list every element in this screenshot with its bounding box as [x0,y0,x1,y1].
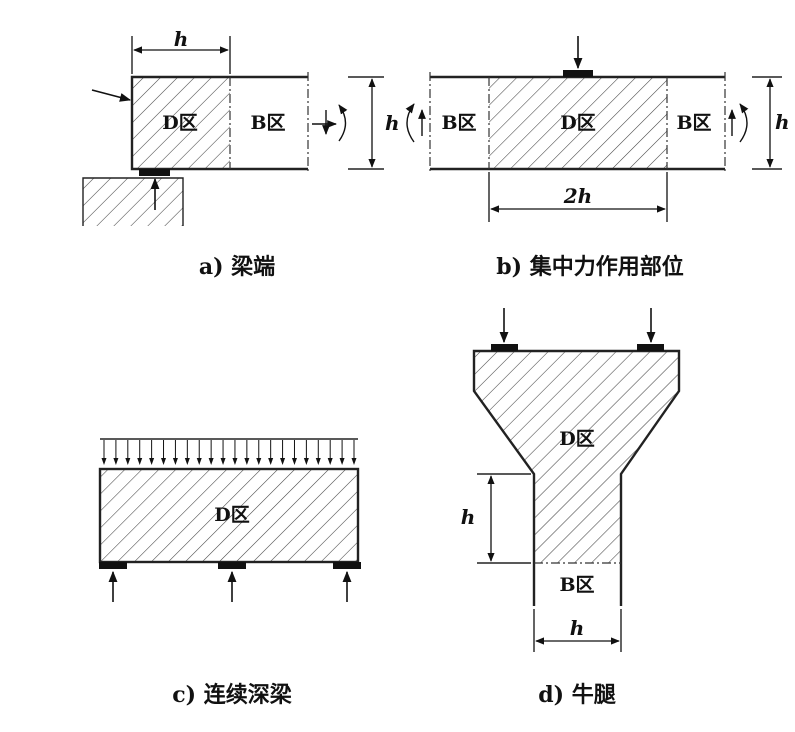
udl-arrowhead [303,458,309,465]
dim-height-label: h [775,110,790,134]
moment-arrow [338,104,348,142]
udl-arrowhead [137,458,143,465]
panel-c-continuous-deep-beam: D区 c) 连续深梁 [98,438,361,708]
udl-arrowhead [208,458,214,465]
udl-arrowhead [315,458,321,465]
load-plate [563,70,593,77]
udl-arrowhead [291,458,297,465]
udl-arrowhead [351,458,357,465]
moment-arrow-right [739,103,749,143]
support-plate-right [333,562,361,569]
udl-arrowhead [172,458,178,465]
d-region [489,77,667,169]
udl-arrowhead [327,458,333,465]
caption-d: d) 牛腿 [538,682,615,708]
caption-b: b) 集中力作用部位 [496,254,683,280]
d-region [474,351,679,563]
support-block [83,178,183,226]
udl-arrowhead [244,458,250,465]
dim-width-label: h [174,27,189,51]
udl-arrowhead [256,458,262,465]
udl-arrowhead [280,458,286,465]
udl-arrowhead [339,458,345,465]
udl-arrowhead [161,458,167,465]
dim-height-label: h [461,505,476,529]
dim-height-label: h [385,111,400,135]
support-plate-middle [218,562,246,569]
udl-arrowhead [125,458,131,465]
d-region [132,77,230,169]
caption-a: a) 梁端 [199,254,275,280]
zone-b-left-label: B区 [441,112,476,134]
d-region [100,469,358,562]
load-plate-right [637,344,664,351]
udl-arrowhead [184,458,190,465]
udl-arrowhead [232,458,238,465]
zone-b-right-label: B区 [676,112,711,134]
panel-a-beam-end: h h D区 B区 a) 梁端 [82,27,400,280]
dim-width-label: 2h [563,184,592,208]
inclined-force-arrow [91,89,132,102]
udl-arrowhead [149,458,155,465]
load-plate-left [491,344,518,351]
udl-arrowhead [196,458,202,465]
zone-d-label: D区 [560,112,595,134]
caption-c: c) 连续深梁 [172,682,291,708]
zone-d-label: D区 [162,112,197,134]
udl-arrowhead [268,458,274,465]
panel-b-concentrated-load: h 2h B区 D区 B区 b) 集中力作用部位 [405,36,790,280]
udl-arrowhead [220,458,226,465]
udl-arrowhead [101,458,107,465]
zone-b-label: B区 [250,112,285,134]
dim-width-label: h [570,616,585,640]
udl-arrowhead [113,458,119,465]
bearing-plate [139,169,170,176]
zone-d-label: D区 [214,504,249,526]
moment-arrow-left [405,103,415,143]
zone-d-label: D区 [559,428,594,450]
support-plate-left [99,562,127,569]
zone-b-label: B区 [559,574,594,596]
distributed-load-arrows [101,440,357,465]
panel-d-corbel: h h D区 B区 d) 牛腿 [461,308,681,708]
